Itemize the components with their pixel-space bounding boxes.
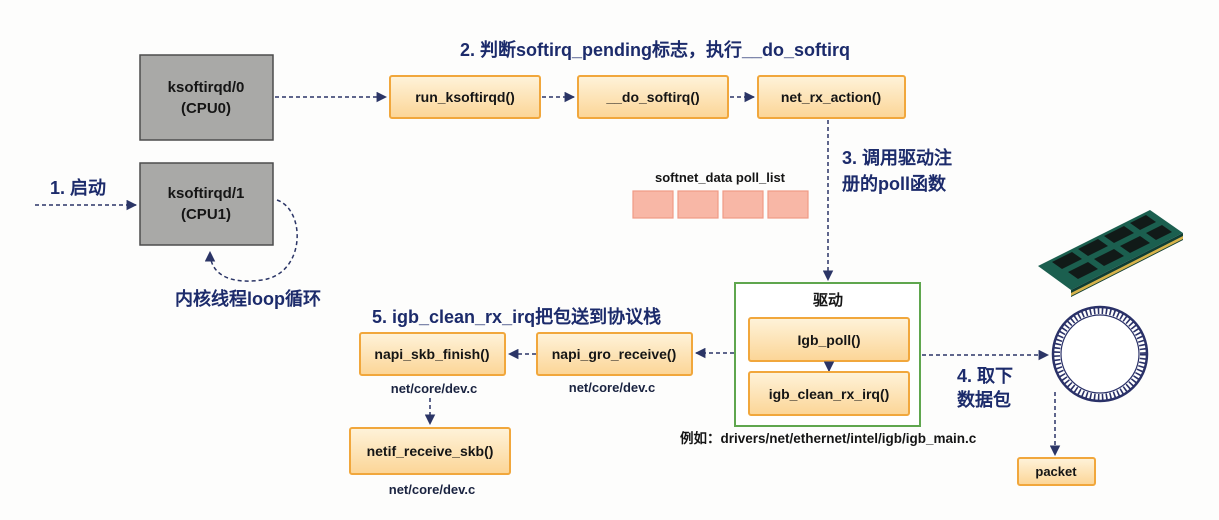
- poll-list-slot: [722, 190, 764, 219]
- function-box-igb-clean-rx-irq: igb_clean_rx_irq(): [748, 371, 910, 416]
- poll-list-slot: [677, 190, 719, 219]
- function-box-do-softirq: __do_softirq(): [577, 75, 729, 119]
- step4-label-line1: 4. 取下: [957, 366, 1013, 386]
- poll-list: [632, 190, 809, 219]
- step3-label-line2: 册的poll函数: [842, 173, 947, 194]
- function-box-net-rx-action: net_rx_action(): [757, 75, 906, 119]
- function-box-igb-poll: Igb_poll(): [748, 317, 910, 362]
- ring-buffer-icon: [1051, 305, 1149, 403]
- step3-label-line1: 3. 调用驱动注: [842, 147, 952, 168]
- function-label: napi_skb_finish(): [374, 346, 489, 362]
- function-box-napi-gro-receive: napi_gro_receive(): [536, 332, 693, 376]
- function-label: netif_receive_skb(): [367, 443, 494, 459]
- poll-list-label: softnet_data poll_list: [655, 170, 786, 185]
- thread-name: ksoftirqd/0: [168, 79, 245, 96]
- thread-name: ksoftirqd/1: [168, 185, 245, 202]
- function-box-napi-skb-finish: napi_skb_finish(): [359, 332, 506, 376]
- source-file-label: net/core/dev.c: [389, 482, 475, 497]
- thread-box-ksoftirqd0: ksoftirqd/0 (CPU0): [139, 54, 274, 141]
- source-file-label: net/core/dev.c: [569, 380, 655, 395]
- function-label: __do_softirq(): [605, 89, 699, 105]
- packet-label: packet: [1035, 464, 1077, 479]
- source-file-label: net/core/dev.c: [391, 381, 477, 396]
- loop-arrow: [204, 199, 298, 282]
- loop-label: 内核线程loop循环: [175, 288, 321, 309]
- thread-cpu: (CPU0): [181, 100, 231, 117]
- function-box-netif-receive-skb: netif_receive_skb(): [349, 427, 511, 475]
- step5-label: 5. igb_clean_rx_irq把包送到协议栈: [372, 306, 661, 327]
- function-label: Igb_poll(): [798, 332, 861, 348]
- function-label: run_ksoftirqd(): [415, 89, 515, 105]
- thread-cpu: (CPU1): [181, 206, 231, 223]
- step4-label-line2: 数据包: [957, 389, 1011, 410]
- packet-box: packet: [1017, 457, 1096, 486]
- function-label: igb_clean_rx_irq(): [769, 386, 890, 402]
- poll-list-slot: [632, 190, 674, 219]
- function-box-run-ksoftirqd: run_ksoftirqd(): [389, 75, 541, 119]
- thread-box-ksoftirqd1: ksoftirqd/1 (CPU1): [139, 162, 274, 246]
- function-label: net_rx_action(): [781, 89, 881, 105]
- step1-start-label: 1. 启动: [50, 177, 106, 198]
- memory-module-icon: [1038, 210, 1183, 297]
- function-label: napi_gro_receive(): [552, 346, 677, 362]
- driver-box: 驱动 Igb_poll() igb_clean_rx_irq(): [734, 282, 921, 427]
- poll-list-slot: [767, 190, 809, 219]
- driver-example-path: 例如：drivers/net/ethernet/intel/igb/igb_ma…: [680, 430, 977, 446]
- step2-title: 2. 判断softirq_pending标志，执行__do_softirq: [460, 39, 850, 60]
- driver-label: 驱动: [813, 291, 843, 309]
